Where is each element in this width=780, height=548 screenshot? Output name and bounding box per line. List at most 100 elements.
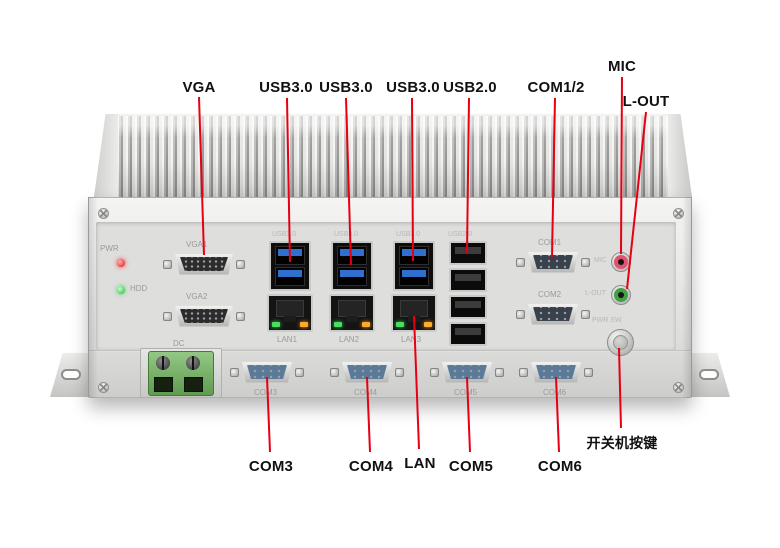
panel-screw xyxy=(673,382,684,393)
annotation-mic: MIC xyxy=(607,58,637,75)
jack-screw xyxy=(516,309,525,319)
com5-port xyxy=(430,361,504,383)
jack-screw xyxy=(581,257,590,267)
dc-wire-hole xyxy=(154,377,173,392)
com4-label: COM4 xyxy=(354,388,378,397)
usb2-silkscreen: USB2.0 xyxy=(448,231,473,238)
annotation-usb3-b: USB3.0 xyxy=(319,79,373,96)
annotation-com5: COM5 xyxy=(448,458,494,475)
usb3-silkscreen: USB3.0 xyxy=(272,231,297,238)
jack-screw xyxy=(295,367,304,377)
usb-tongue xyxy=(402,249,426,256)
annotation-lan: LAN xyxy=(404,455,436,472)
rj45-opening xyxy=(338,300,366,317)
usb3-port xyxy=(337,267,367,286)
annotation-com6: COM6 xyxy=(537,458,583,475)
annotation-l-out: L-OUT xyxy=(622,93,670,110)
rj45-tab xyxy=(284,316,296,322)
com2-label: COM2 xyxy=(538,290,562,299)
vga2-port xyxy=(163,305,245,327)
lan-led-green xyxy=(334,322,342,327)
hdd-led xyxy=(117,286,125,294)
jack-screw xyxy=(495,367,504,377)
power-led xyxy=(117,259,125,267)
panel-right-edge xyxy=(682,197,692,398)
annotation-power-key: 开关机按键 xyxy=(586,435,658,451)
dc-wire-hole xyxy=(184,377,203,392)
com3-port xyxy=(230,361,304,383)
annotation-vga: VGA xyxy=(182,79,216,96)
panel-seam xyxy=(89,350,691,352)
panel-screw xyxy=(98,382,109,393)
line-out-jack xyxy=(611,285,631,305)
heatsink-right-cap xyxy=(668,114,692,197)
panel-screw xyxy=(98,208,109,219)
vga1-label: VGA1 xyxy=(186,240,208,249)
dc-terminal-block xyxy=(148,351,214,396)
panel-left-edge xyxy=(88,197,98,398)
com2-port xyxy=(516,303,590,325)
lan-led-orange xyxy=(300,322,308,327)
usb-tongue xyxy=(455,274,481,281)
dsub-insert xyxy=(247,365,287,379)
mic-silkscreen: MIC xyxy=(594,257,607,264)
hdd-led-label: HDD xyxy=(130,284,148,293)
jack-screw xyxy=(230,367,239,377)
lan-led-orange xyxy=(362,322,370,327)
annotation-usb3-c: USB3.0 xyxy=(386,79,440,96)
pwrsw-silkscreen: PWR SW xyxy=(592,317,622,324)
usb-tongue xyxy=(278,270,302,277)
vga1-port xyxy=(163,253,245,275)
usb-tongue xyxy=(455,328,481,335)
lan1-label: LAN1 xyxy=(277,335,298,344)
dsub-insert xyxy=(347,365,387,379)
dc-terminal-screw xyxy=(186,356,200,370)
annotation-usb2: USB2.0 xyxy=(443,79,497,96)
panel-screw xyxy=(673,208,684,219)
power-switch-button xyxy=(607,329,634,356)
com4-port xyxy=(330,361,404,383)
dc-terminal-screw xyxy=(156,356,170,370)
dsub-shell xyxy=(531,361,581,383)
dsub-shell xyxy=(528,251,578,273)
jack-screw xyxy=(236,311,245,321)
heatsink-left-cap xyxy=(94,114,118,197)
usb3-port xyxy=(275,267,305,286)
usb-tongue xyxy=(402,270,426,277)
usb3-stack-3 xyxy=(393,241,435,291)
jack-screw xyxy=(330,367,339,377)
usb2-port-3 xyxy=(449,295,487,319)
com1-port xyxy=(516,251,590,273)
usb-tongue xyxy=(455,247,481,254)
dsub-insert xyxy=(533,307,573,321)
heatsink-fins xyxy=(94,114,692,197)
lan2-label: LAN2 xyxy=(339,335,360,344)
jack-hole xyxy=(618,292,624,298)
rj45-tab xyxy=(346,316,358,322)
vga2-label: VGA2 xyxy=(186,292,208,301)
usb2-port-2 xyxy=(449,268,487,292)
rj45-opening xyxy=(400,300,428,317)
usb3-port xyxy=(275,246,305,265)
lout-silkscreen: L-OUT xyxy=(585,290,606,297)
usb3-stack-1 xyxy=(269,241,311,291)
dsub-shell xyxy=(442,361,492,383)
lan-led-orange xyxy=(424,322,432,327)
dsub-shell xyxy=(242,361,292,383)
rj45-tab xyxy=(408,316,420,322)
com5-label: COM5 xyxy=(454,388,478,397)
lan3-port xyxy=(391,294,437,332)
usb2-port-4 xyxy=(449,322,487,346)
dsub-insert xyxy=(533,255,573,269)
lan2-port xyxy=(329,294,375,332)
usb-tongue xyxy=(340,249,364,256)
com6-port xyxy=(519,361,593,383)
usb3-port xyxy=(399,267,429,286)
jack-screw xyxy=(163,259,172,269)
jack-screw xyxy=(395,367,404,377)
annotation-usb3-a: USB3.0 xyxy=(259,79,313,96)
rj45-opening xyxy=(276,300,304,317)
annotation-com3: COM3 xyxy=(248,458,294,475)
annotation-com1-2: COM1/2 xyxy=(527,79,585,96)
lan1-port xyxy=(267,294,313,332)
